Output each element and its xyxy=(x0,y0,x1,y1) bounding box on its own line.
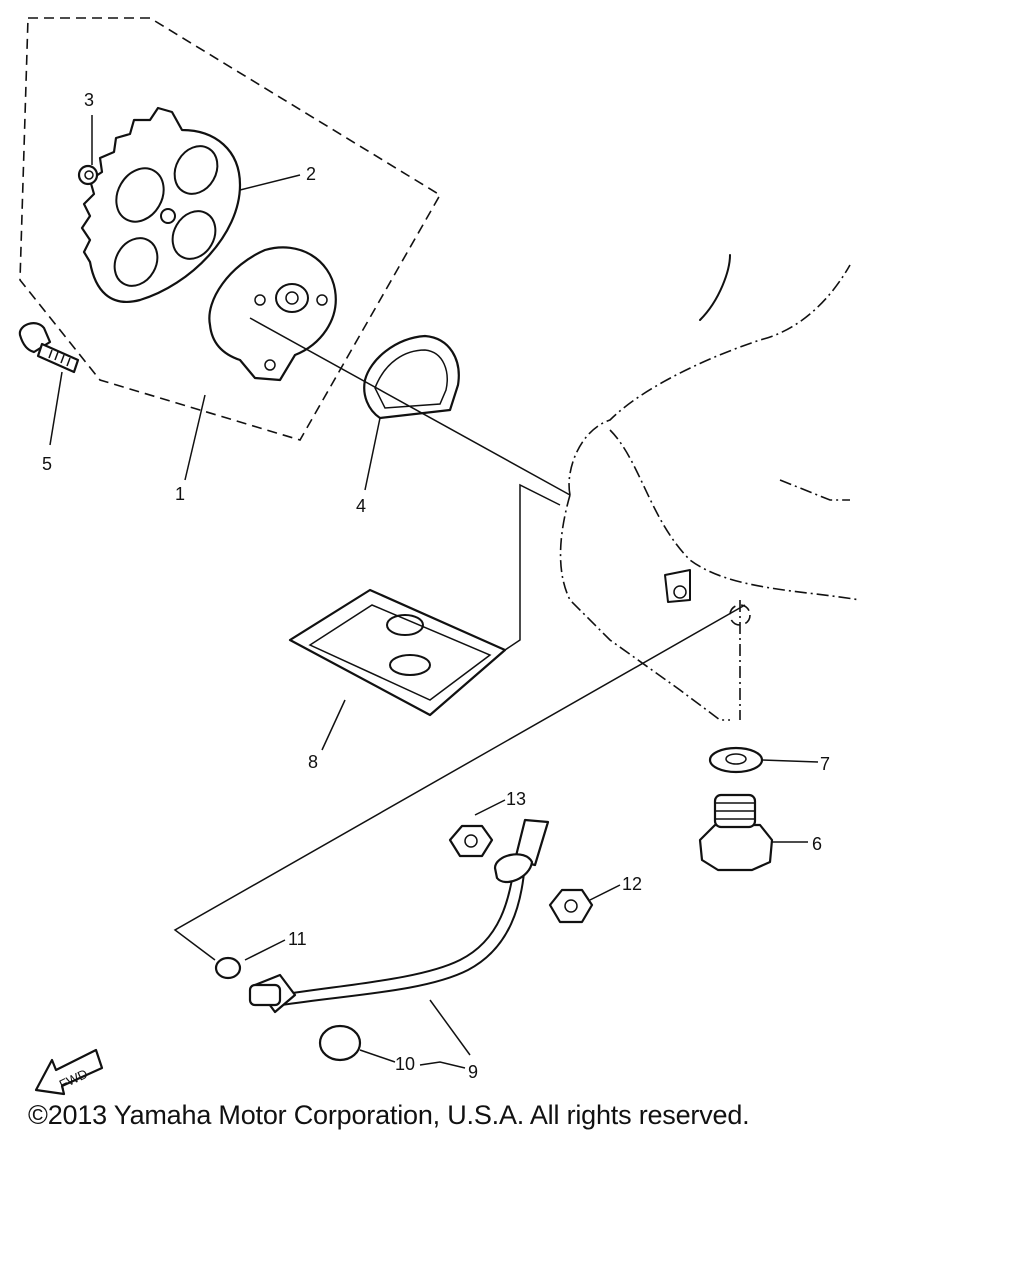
o-ring xyxy=(214,956,242,980)
fwd-arrow-icon: FWD xyxy=(34,1048,104,1096)
callout-leaders xyxy=(49,115,819,1069)
callout-3: 3 xyxy=(84,90,94,110)
oil-pump-body xyxy=(208,246,337,382)
oil-strainer xyxy=(288,588,507,717)
drain-washer xyxy=(708,746,764,774)
nut-lower xyxy=(548,888,594,924)
nut-upper xyxy=(448,824,494,858)
oil-pump-exploded-diagram: 3 2 1 4 5 6 7 8 13 12 11 10 9 FWD xyxy=(18,17,861,1096)
copyright-notice: ©2013 Yamaha Motor Corporation, U.S.A. A… xyxy=(28,1100,750,1130)
callout-5: 5 xyxy=(42,454,52,474)
callout-8: 8 xyxy=(308,752,318,772)
callout-12: 12 xyxy=(622,874,642,894)
callout-10: 10 xyxy=(395,1054,415,1074)
oil-pump-assembly-outline xyxy=(19,17,442,441)
callout-7: 7 xyxy=(820,754,830,774)
callout-4: 4 xyxy=(356,496,366,516)
callout-9: 9 xyxy=(468,1062,478,1082)
oil-pump-gear xyxy=(80,106,242,303)
callout-11: 11 xyxy=(288,929,307,949)
pipe-cap xyxy=(318,1024,362,1062)
drain-bolt xyxy=(698,793,774,872)
pump-gasket xyxy=(363,334,460,420)
callout-2: 2 xyxy=(306,164,316,184)
pan-head-screw xyxy=(18,322,80,374)
callout-1: 1 xyxy=(175,484,185,504)
strainer-leader xyxy=(504,483,561,651)
circlip xyxy=(77,164,99,186)
callout-6: 6 xyxy=(812,834,822,854)
callout-13: 13 xyxy=(506,789,526,809)
shaft-centerline xyxy=(249,317,571,496)
oil-delivery-pipe xyxy=(248,818,550,1014)
pipe-routing-line xyxy=(173,604,746,961)
crankcase xyxy=(559,254,861,721)
